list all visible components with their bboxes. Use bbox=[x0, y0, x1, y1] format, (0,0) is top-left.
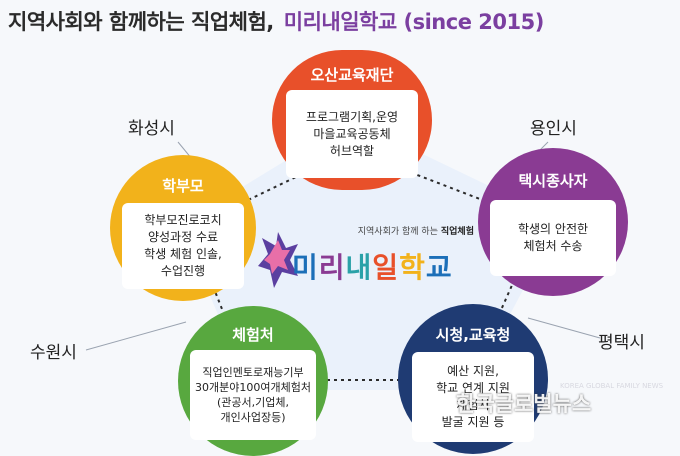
node-line: 학생의 안전한 bbox=[517, 222, 589, 236]
node-description: 예산 지원, 학교 연계 지원 체험처 발굴 지원 등 bbox=[412, 352, 534, 442]
logo-tagline-bold: 직업체험 bbox=[440, 227, 474, 237]
node-title: 학부모 bbox=[162, 177, 204, 195]
logo-tagline-prefix: 지역사회가 함께 하는 bbox=[357, 227, 438, 237]
node-line: 학생 체험 인솔, bbox=[144, 247, 222, 261]
watermark-english: KOREA GLOBAL FAMILY NEWS bbox=[560, 382, 664, 390]
node-line: (관공서,기업체, bbox=[216, 396, 289, 409]
title-since: (since 2015) bbox=[403, 10, 545, 34]
title-part1: 지역사회와 함께하는 직업체험, bbox=[8, 10, 274, 34]
node-line: 체험처 bbox=[456, 398, 490, 412]
node-experience-sites: 체험처 직업인멘토로재능기부 30개분야100여개체험처 (관공서,기업체, 개… bbox=[178, 306, 328, 456]
node-line: 직업인멘토로재능기부 bbox=[202, 366, 304, 379]
title-brand: 미리내일학교 bbox=[283, 10, 397, 34]
node-osan-education-foundation: 오산교육재단 프로그램기획,운영 마을교육공동체 허브역할 bbox=[272, 50, 432, 190]
node-description: 학부모진로코치 양성과정 수료 학생 체험 인솔, 수업진행 bbox=[122, 203, 244, 289]
node-line: 마을교육공동체 bbox=[313, 126, 391, 141]
node-city-hall-education-office: 시청,교육청 예산 지원, 학교 연계 지원 체험처 발굴 지원 등 bbox=[398, 304, 548, 454]
node-title: 시청,교육청 bbox=[435, 326, 511, 344]
city-label-yongin: 용인시 bbox=[530, 119, 577, 139]
node-title: 택시종사자 bbox=[518, 172, 588, 190]
page-title: 지역사회와 함께하는 직업체험, 미리내일학교 (since 2015) bbox=[8, 6, 544, 36]
logo-letter-6: 교 bbox=[425, 251, 453, 284]
city-label-suwon: 수원시 bbox=[30, 343, 77, 363]
node-line: 개인사업장등) bbox=[220, 411, 286, 424]
node-line: 체험처 수송 bbox=[523, 239, 583, 253]
city-label-pyeongtaek: 평택시 bbox=[598, 333, 645, 353]
logo-letter-3: 내 bbox=[345, 251, 373, 284]
node-taxi-drivers: 택시종사자 학생의 안전한 체험처 수송 bbox=[478, 148, 628, 296]
logo-letter-4: 일 bbox=[372, 251, 400, 284]
logo-letter-1: 미 bbox=[292, 251, 319, 284]
center-logo: 지역사회가 함께 하는 직업체험 미리내일학교 bbox=[256, 216, 476, 296]
node-line: 발굴 지원 등 bbox=[441, 415, 505, 429]
watermark-korean: 한국글로벌뉴스 bbox=[456, 392, 592, 416]
node-line: 학교 연계 지원 bbox=[436, 381, 510, 395]
logo-tagline: 지역사회가 함께 하는 직업체험 bbox=[358, 224, 474, 237]
city-label-hwaseong: 화성시 bbox=[128, 119, 175, 139]
node-description: 학생의 안전한 체험처 수송 bbox=[490, 200, 616, 276]
node-title: 체험처 bbox=[232, 326, 274, 344]
node-line: 30개분야100여개체험처 bbox=[195, 381, 311, 394]
logo-letter-2: 리 bbox=[318, 251, 346, 284]
node-parents: 학부모 학부모진로코치 양성과정 수료 학생 체험 인솔, 수업진행 bbox=[110, 155, 256, 301]
node-description: 직업인멘토로재능기부 30개분야100여개체험처 (관공서,기업체, 개인사업장… bbox=[190, 350, 316, 440]
node-line: 수업진행 bbox=[160, 264, 206, 278]
logo-star-icon bbox=[258, 232, 298, 288]
logo-letter-5: 학 bbox=[399, 251, 426, 284]
logo-wordmark: 미리내일학교 bbox=[292, 246, 453, 286]
node-line: 예산 지원, bbox=[447, 364, 499, 378]
node-description: 프로그램기획,운영 마을교육공동체 허브역할 bbox=[286, 90, 418, 178]
node-line: 학부모진로코치 bbox=[144, 213, 222, 227]
node-line: 프로그램기획,운영 bbox=[305, 109, 399, 124]
node-line: 허브역할 bbox=[329, 143, 375, 158]
node-line: 양성과정 수료 bbox=[147, 230, 219, 244]
node-title: 오산교육재단 bbox=[310, 66, 394, 84]
